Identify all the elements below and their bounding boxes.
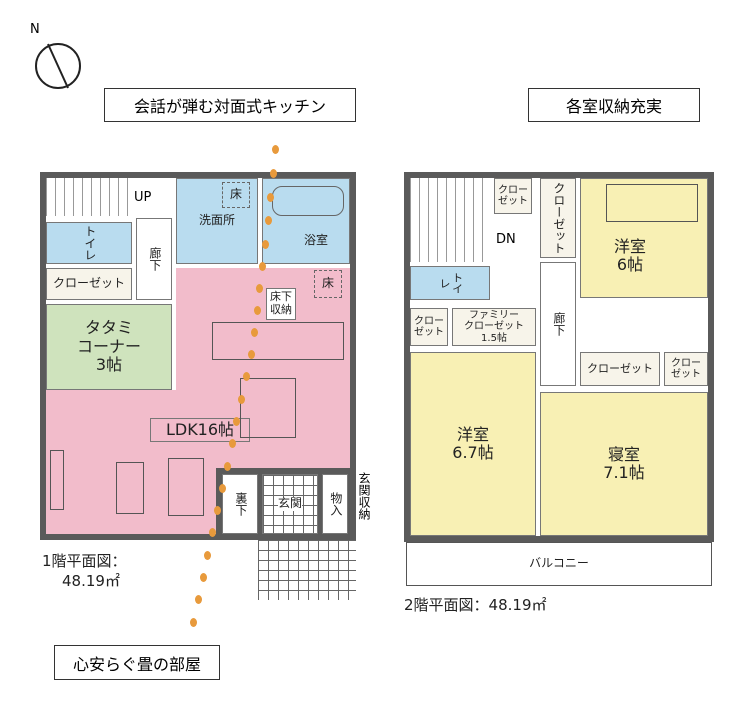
back-hall-label: 裏下 [233, 492, 248, 516]
floor1-closet: クローゼット [46, 268, 132, 300]
storage: 物入 [322, 474, 348, 534]
entrance-label: 玄関 [277, 496, 302, 511]
guide-dot [204, 550, 212, 560]
guide-dot [262, 240, 269, 249]
floor2-closet-5: クロー ゼット [664, 352, 708, 386]
floor2-stairs [410, 178, 490, 262]
floor2-closet-1: クロー ゼット [494, 178, 532, 214]
guide-dot [259, 262, 267, 271]
guide-dot [267, 192, 274, 202]
washroom: 洗面所 [176, 178, 258, 264]
kitchen-counter [212, 322, 344, 360]
dining-table [240, 378, 296, 438]
floor2-closet-4: クローゼット [580, 352, 660, 386]
dn-label: DN [496, 232, 516, 247]
western-room-6-7: 洋室 6.7帖 [410, 352, 536, 536]
floor1-toilet: トイレ [46, 222, 132, 264]
toilet-label: トイレ [82, 225, 97, 261]
floor2-caption: 2階平面図：48.19㎡ [404, 596, 547, 614]
hall-label: 廊下 [147, 247, 162, 271]
closet-label: クローゼット [551, 182, 566, 254]
ldk-label: LDK16帖 [150, 418, 250, 442]
bedroom: 寝室 7.1帖 [540, 392, 708, 536]
guide-dot [269, 168, 277, 178]
guide-dot [248, 350, 255, 359]
tatami-callout: 心安らぐ畳の部屋 [54, 645, 220, 680]
guide-dot [199, 573, 207, 583]
floor2-closet-2: クローゼット [540, 178, 576, 258]
guide-dot [194, 595, 202, 605]
guide-dot [264, 216, 272, 226]
guide-dot [228, 439, 236, 449]
storage-label: 物入 [328, 492, 343, 516]
underfloor-storage: 床下 収納 [266, 288, 296, 320]
floor1-stairs [46, 178, 130, 216]
tatami-corner: タタミ コーナー 3帖 [46, 304, 172, 390]
guide-dot [253, 306, 261, 315]
kitchen-callout: 会話が弾む対面式キッチン [104, 88, 356, 122]
guide-dot [238, 394, 246, 404]
compass-label: N [30, 22, 40, 37]
floor2-closet-3: クロー ゼット [410, 308, 448, 346]
guide-dot [243, 372, 251, 382]
guide-dot [223, 461, 231, 471]
compass-icon: N [28, 22, 88, 92]
bed [606, 184, 698, 222]
washroom-label: 洗面所 [198, 213, 235, 228]
ldk-mid [46, 390, 350, 468]
back-hall: 裏下 [222, 474, 258, 534]
guide-dot [272, 145, 279, 154]
guide-dot [209, 528, 217, 538]
porch [258, 540, 356, 600]
western-room-6-label: 洋室 6帖 [613, 237, 646, 275]
bathtub-icon [272, 186, 344, 216]
hall-label: 廊下 [551, 312, 566, 336]
floor1-area: 48.19㎡ [62, 572, 120, 590]
bath-label: 浴室 [303, 233, 328, 248]
guide-dot [256, 284, 264, 293]
storage-callout: 各室収納充実 [528, 88, 700, 122]
guide-dot [233, 416, 241, 426]
entrance: 玄関 [262, 474, 318, 534]
guide-dot [218, 483, 226, 493]
guide-dot [250, 328, 258, 337]
floor-hatch: 床 [222, 182, 250, 208]
floor1-caption: 1階平面図： [42, 552, 127, 570]
guide-dot [189, 617, 197, 627]
floor1-hall: 廊下 [136, 218, 172, 300]
guide-dot [214, 506, 222, 516]
tv-stand [50, 450, 64, 510]
toilet-label: トイレ [438, 272, 464, 294]
balcony: バルコニー [406, 542, 712, 586]
floor2-toilet: トイレ [410, 266, 490, 300]
up-label: UP [134, 190, 152, 205]
floor2-hall: 廊下 [540, 262, 576, 386]
coffee-table [116, 462, 144, 514]
entrance-storage-label: 玄関収納 [357, 472, 371, 520]
floor-hatch-2: 床 [314, 270, 342, 298]
family-closet: ファミリー クローゼット 1.5帖 [452, 308, 536, 346]
sofa [168, 458, 204, 516]
ldk-lower [46, 466, 216, 534]
